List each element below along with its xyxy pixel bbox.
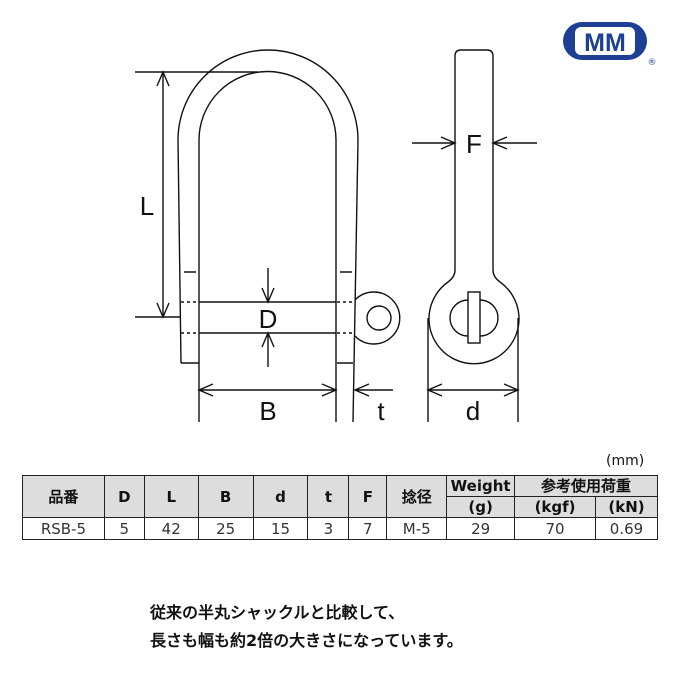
header-working-load: 参考使用荷重 [514,475,658,497]
header-L: L [143,475,199,518]
header-part-no: 品番 [22,475,105,518]
header-d: d [252,475,309,518]
cell: 3 [307,517,350,540]
unit-label: (mm) [606,453,645,469]
header-weight: Weight [446,475,516,497]
note-text: 従来の半丸シャックルと比較して、 長さも幅も約2倍の大きさになっています。 [150,599,463,655]
cell: 70 [514,517,596,540]
front-view [135,49,401,423]
header-t: t [307,475,350,518]
header-D: D [103,475,145,518]
header-thread: 捻径 [386,475,448,518]
note-line-1: 従来の半丸シャックルと比較して、 [150,603,405,622]
cell: 42 [143,517,199,540]
header-B: B [197,475,254,518]
label-D: D [259,304,278,334]
svg-text:®: ® [648,58,657,68]
side-view [412,49,537,422]
spec-table: 品番 D L B d t F 捻径 Weight 参考使用荷重 (g) (kgf… [22,475,658,540]
cell: 29 [446,517,516,540]
table-row: RSB-5 5 42 25 15 3 7 M-5 29 70 0.69 [22,517,658,540]
subheader-kgf: (kgf) [514,496,596,518]
cell: 5 [103,517,145,540]
mm-logo: MM ® [563,22,657,68]
label-B: B [259,396,276,426]
label-F: F [466,129,482,159]
svg-text:MM: MM [584,29,626,57]
label-L: L [140,191,154,221]
cell: 25 [197,517,254,540]
cell: RSB-5 [22,517,105,540]
cell: 7 [348,517,388,540]
cell: M-5 [386,517,448,540]
label-d: d [466,396,480,426]
note-line-2: 長さも幅も約2倍の大きさになっています。 [150,631,463,650]
cell: 0.69 [595,517,658,540]
subheader-g: (g) [446,496,516,518]
header-F: F [348,475,388,518]
cell: 15 [252,517,309,540]
label-t: t [377,396,385,426]
subheader-kn: (kN) [595,496,658,518]
